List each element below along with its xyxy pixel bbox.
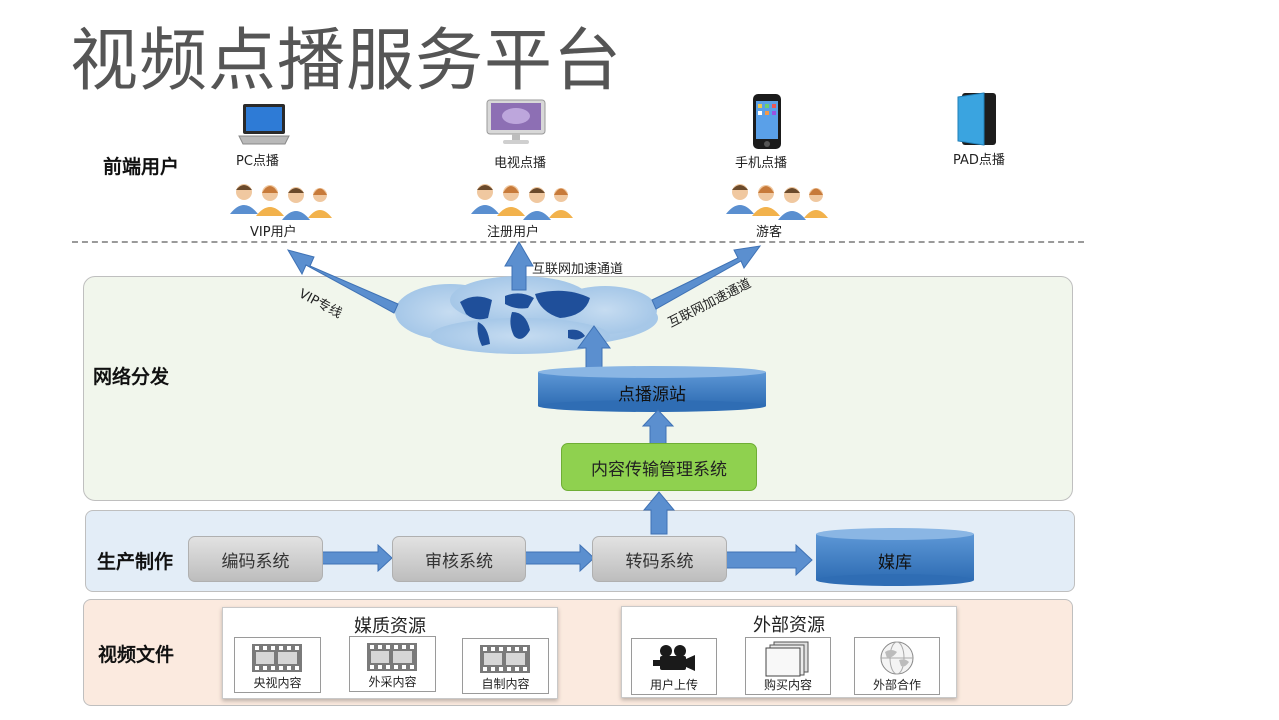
registered-users-icon xyxy=(471,184,573,220)
resource-caption: 外部合作 xyxy=(872,678,921,692)
resource-caption: 外采内容 xyxy=(368,675,417,689)
phone-icon xyxy=(753,94,781,149)
resource-item: 央视内容 xyxy=(234,637,321,693)
transcode-to-library-arrow xyxy=(725,543,813,577)
origin-server-label: 点播源站 xyxy=(618,384,686,405)
internet-arrow-up xyxy=(504,241,534,291)
media-library-label: 媒库 xyxy=(878,552,912,573)
cms-to-origin-arrow xyxy=(641,409,675,445)
network-label: 网络分发 xyxy=(93,366,170,388)
globe-icon xyxy=(880,641,914,675)
resource-item: 外部合作 xyxy=(854,637,940,695)
vip-users-icon xyxy=(230,184,332,220)
guest-users-icon xyxy=(726,184,828,220)
tablet-icon xyxy=(957,92,996,146)
frontend-label: 前端用户 xyxy=(103,156,180,178)
resource-item: 外采内容 xyxy=(349,636,436,692)
video-camera-icon xyxy=(653,645,695,671)
resource-caption: 购买内容 xyxy=(763,678,812,692)
encode-to-review-arrow xyxy=(321,543,393,573)
production-label: 生产制作 xyxy=(97,551,174,573)
monitor-icon xyxy=(486,99,546,144)
device-label-pad: PAD点播 xyxy=(953,153,1005,168)
resource-item: 自制内容 xyxy=(462,638,549,694)
content-management-box: 内容传输管理系统 xyxy=(561,443,757,491)
origin-server-cylinder xyxy=(538,366,766,412)
page-title: 视频点播服务平台 xyxy=(70,22,623,101)
internet-cloud-icon xyxy=(395,276,658,354)
review-to-transcode-arrow xyxy=(523,543,595,573)
user-label-guest: 游客 xyxy=(756,225,783,240)
resource-caption: 央视内容 xyxy=(253,676,302,690)
review-system-box: 审核系统 xyxy=(392,536,526,582)
media-library-cylinder xyxy=(816,528,974,586)
resource-caption: 用户上传 xyxy=(649,678,698,692)
user-label-registered: 注册用户 xyxy=(487,225,540,240)
vip-line-arrow xyxy=(286,249,399,314)
video-label: 视频文件 xyxy=(98,644,175,666)
device-label-tv: 电视点播 xyxy=(494,156,547,171)
documents-icon xyxy=(765,641,809,677)
resource-item: 购买内容 xyxy=(745,637,831,695)
user-label-vip: VIP用户 xyxy=(250,225,297,240)
internet-channel-label-1: 互联网加速通道 xyxy=(532,262,624,277)
encode-system-box: 编码系统 xyxy=(188,536,323,582)
device-label-pc: PC点播 xyxy=(236,154,279,169)
media-resources-title: 媒质资源 xyxy=(354,616,426,637)
separator-line xyxy=(72,241,1084,243)
transcode-to-cms-arrow xyxy=(642,491,676,535)
device-label-mobile: 手机点播 xyxy=(735,156,788,171)
resource-item: 用户上传 xyxy=(631,638,717,695)
film-icon xyxy=(480,645,530,673)
internet-arrow-right xyxy=(651,245,762,310)
laptop-icon xyxy=(238,104,290,145)
film-icon xyxy=(367,643,417,671)
film-icon xyxy=(252,644,302,672)
transcode-system-box: 转码系统 xyxy=(592,536,727,582)
resource-caption: 自制内容 xyxy=(481,677,530,691)
external-resources-title: 外部资源 xyxy=(753,615,825,636)
